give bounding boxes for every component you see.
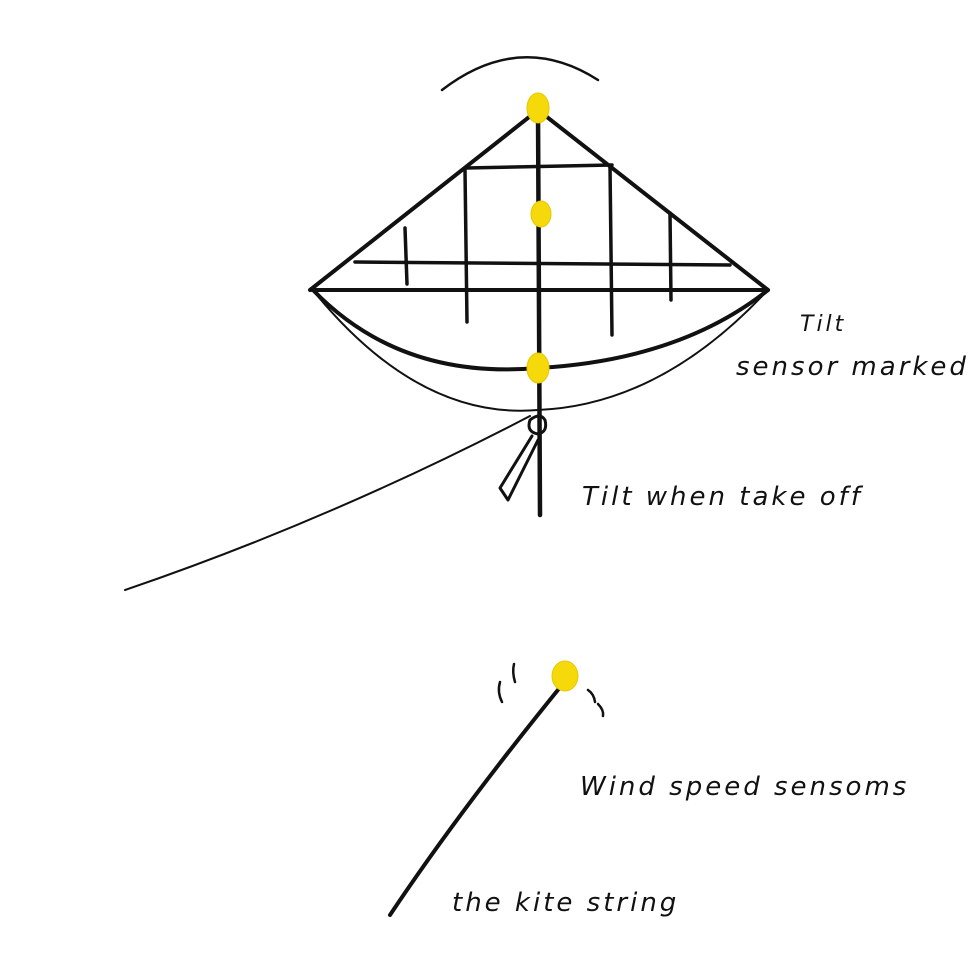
kite-grid-line	[668, 211, 673, 302]
vibration-mark	[511, 662, 517, 684]
tilt-sensor-bottom	[526, 352, 550, 384]
lower-kite-string	[388, 678, 568, 917]
vibration-mark	[596, 702, 605, 718]
kite-tail	[498, 434, 540, 502]
kite-grid-line	[463, 168, 469, 324]
label-tilt-title: Tilt	[800, 312, 847, 337]
vibration-mark	[497, 680, 504, 704]
kite-grid-line	[353, 260, 732, 267]
label-tilt-sensor-marked: sensor marked	[736, 352, 969, 382]
kite-grid-line	[403, 226, 409, 286]
motion-arc	[440, 56, 600, 92]
kite-spine	[535, 107, 543, 518]
label-kite-string: the kite string	[452, 888, 680, 918]
label-wind-speed-sensors: Wind speed sensoms	[580, 772, 910, 802]
wind-speed-sensor	[551, 660, 579, 692]
bridle-knot	[527, 414, 548, 436]
label-tilt-takeoff: Tilt when take off	[582, 482, 863, 512]
kite-grid-line	[464, 163, 614, 170]
tilt-sensor-top	[526, 92, 550, 124]
vibration-mark	[586, 688, 597, 704]
kite-grid-line	[608, 164, 614, 337]
kite-string-line	[124, 415, 531, 591]
tilt-sensor-middle	[530, 200, 552, 228]
